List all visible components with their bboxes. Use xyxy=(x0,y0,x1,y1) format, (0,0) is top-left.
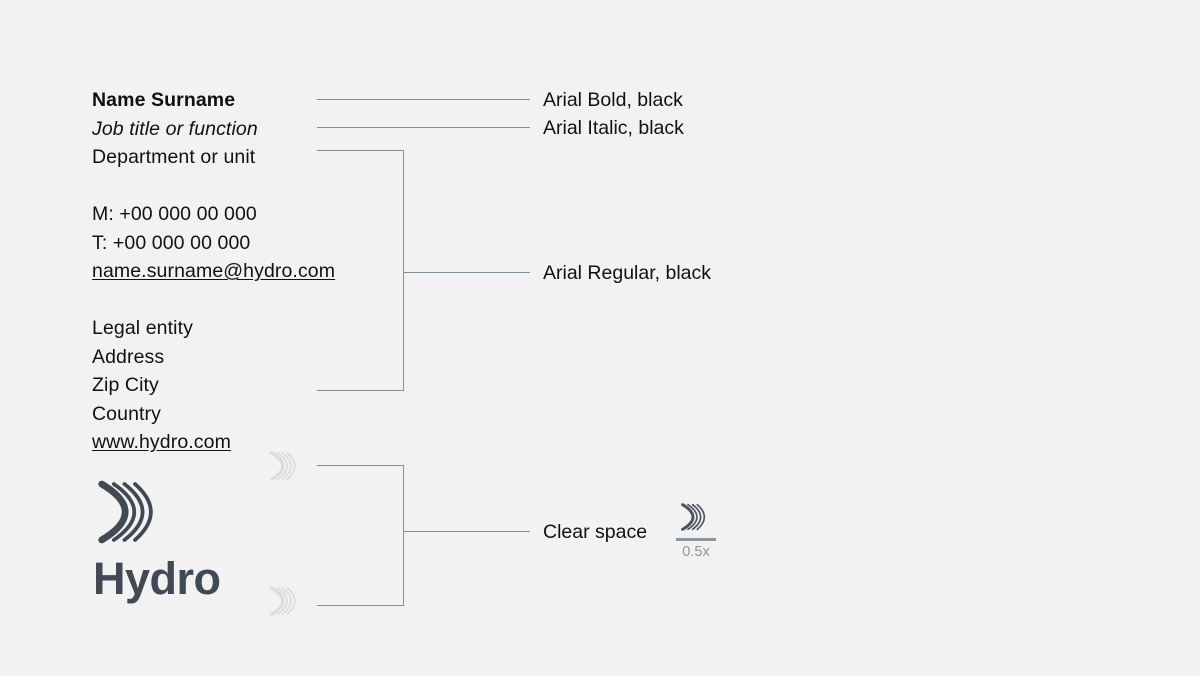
clear-space-measure: 0.5x xyxy=(672,502,720,560)
ghost-logo-mark-bottom xyxy=(268,585,304,622)
signature-country: Country xyxy=(92,402,161,425)
signature-block: Name Surname Job title or function Depar… xyxy=(92,86,392,457)
bracket-clearspace-spine xyxy=(403,465,404,606)
bracket-regular-bottom xyxy=(317,390,403,391)
hydro-wordmark: Hydro xyxy=(93,553,221,604)
measure-rule xyxy=(676,538,716,541)
signature-address: Address xyxy=(92,345,165,368)
annotation-clear-space: Clear space xyxy=(543,521,648,543)
bracket-clearspace-bottom xyxy=(317,605,403,606)
bracket-regular-top xyxy=(317,150,403,151)
annotation-arial-bold: Arial Bold, black xyxy=(543,89,683,111)
signature-legal-entity: Legal entity xyxy=(92,317,193,339)
measure-caption: 0.5x xyxy=(682,544,710,560)
signature-spacer-1 xyxy=(92,172,392,201)
signature-telephone: T: +00 000 00 000 xyxy=(92,231,251,254)
leader-line-bold xyxy=(317,99,530,100)
signature-website[interactable]: www.hydro.com xyxy=(92,431,231,453)
measure-logo-mark xyxy=(672,502,720,532)
signature-department: Department or unit xyxy=(92,146,256,168)
bracket-clearspace-top xyxy=(317,465,403,466)
ghost-logo-mark-top xyxy=(268,450,304,487)
leader-line-italic xyxy=(317,127,530,128)
bracket-clearspace-connector xyxy=(403,531,530,532)
signature-name: Name Surname xyxy=(92,89,236,111)
signature-zip-city: Zip City xyxy=(92,374,159,396)
signature-job-title: Job title or function xyxy=(92,117,258,140)
hydro-logo-mark-ghost xyxy=(270,586,296,616)
annotation-arial-italic: Arial Italic, black xyxy=(543,117,684,139)
signature-mobile: M: +00 000 00 000 xyxy=(92,203,257,225)
annotation-arial-regular: Arial Regular, black xyxy=(543,262,711,284)
signature-spacer-2 xyxy=(92,286,392,315)
bracket-regular-spine xyxy=(403,150,404,391)
bracket-regular-connector xyxy=(403,272,530,273)
hydro-logo-mark xyxy=(92,478,221,546)
hydro-logo: Hydro xyxy=(92,478,221,601)
signature-email[interactable]: name.surname@hydro.com xyxy=(92,260,336,282)
hydro-logo-mark-ghost xyxy=(270,451,296,481)
